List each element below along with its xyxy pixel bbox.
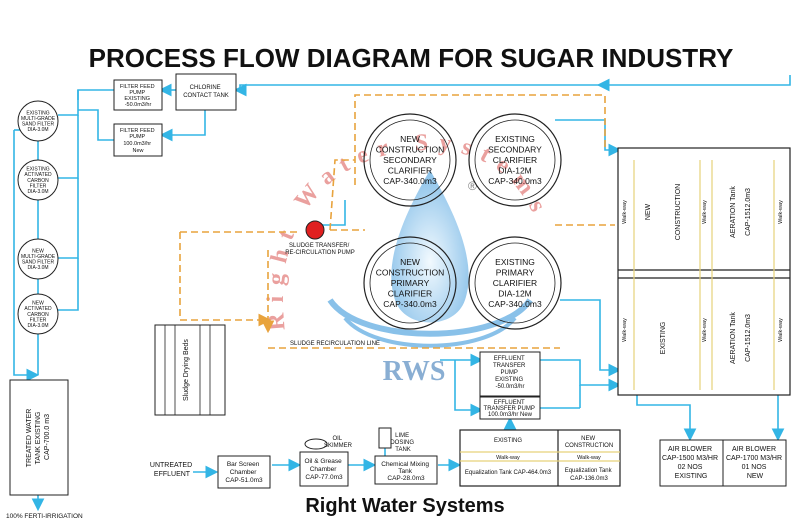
aeration-walkway-label: Walk-way (622, 318, 628, 342)
filter-vessel (17, 238, 59, 280)
equalization-walkway-new: Walk-way (577, 455, 601, 461)
effluent-pump-existing (479, 351, 541, 397)
air-blower-new-label: AIR BLOWER CAP-1700 M3/HR 01 NOS NEW (726, 446, 784, 480)
chlorine-contact-tank-label: CHLORINE CONTACT TANK (183, 85, 229, 99)
filter-vessel (17, 159, 59, 201)
clarifier-outer (468, 236, 562, 330)
treated-water-tank (9, 379, 69, 496)
wave-icon (327, 298, 533, 337)
chlorine-contact-tank (175, 73, 237, 111)
clarifier-outer (363, 236, 457, 330)
chemical-mixing-tank-label: Chemical Mixing Tank CAP-28.0m3 (381, 461, 431, 482)
oil-grease-label: Oil & Grease Chamber CAP-77.0m3 (304, 458, 343, 481)
equalization-walkway-existing: Walk-way (496, 455, 520, 461)
page-title: PROCESS FLOW DIAGRAM FOR SUGAR INDUSTRY (89, 43, 734, 73)
clarifier-inner (474, 119, 556, 201)
untreated-effluent-label: UNTREATED EFFLUENT (150, 462, 194, 478)
aeration-tank-new-label: AERATION Tank (730, 186, 737, 238)
clarifier-outer (468, 113, 562, 207)
aeration-walkway-label: Walk-way (778, 200, 784, 224)
watermark-logo: RWS (383, 356, 446, 387)
chemical-mixing-tank (374, 455, 438, 485)
aeration-tank-new-cap: CAP-1512.0m3 (745, 188, 752, 236)
air-blower-existing-label: AIR BLOWER CAP-1500 M3/HR 02 NOS EXISTIN… (662, 446, 720, 480)
equalization-new-cap: Equalization Tank CAP-136.0m3 (565, 468, 614, 482)
effluent-pump-existing-label: EFFLUENT TRANSFER PUMP EXISTING -50.0m3/… (493, 356, 527, 390)
sludge-pump-icon (305, 220, 325, 240)
clarifier-inner (369, 242, 451, 324)
equalization-new-label: NEW CONSTRUCTION (565, 436, 613, 449)
oil-skimmer-icon (304, 438, 328, 450)
aeration-walkway-label: Walk-way (702, 318, 708, 342)
aeration-walkway-label: Walk-way (778, 318, 784, 342)
filter-feed-pump-existing-label: FILTER FEED PUMP EXISTING -50.0m3/hr (120, 84, 156, 108)
sludge-pump-label: SLUDGE TRANSFER/ RE-CIRCULATION PUMP (285, 243, 355, 256)
aeration-tank-block (617, 147, 791, 396)
equalization-existing-cap: Equalization Tank CAP-464.0m3 (465, 470, 552, 476)
bar-screen-label: Bar Screen Chamber CAP-51.0m3 (225, 461, 263, 484)
filter-vessel (17, 293, 59, 335)
clarifier-inner (474, 242, 556, 324)
effluent-pump-new (479, 396, 541, 420)
aeration-new-label: NEW (645, 203, 652, 220)
aeration-walkway-label: Walk-way (702, 200, 708, 224)
filter-feed-pump-new (113, 123, 163, 157)
lime-dosing-tank-icon (378, 427, 392, 449)
filter-feed-pump-existing (113, 79, 163, 111)
clarifier-inner (369, 119, 451, 201)
aeration-tank-existing-label: AERATION Tank (730, 312, 737, 364)
wave-icon (343, 316, 517, 348)
drying-bed-dividers (164, 325, 211, 415)
footer-brand: Right Water Systems (305, 495, 504, 517)
registered-mark: ® (468, 179, 477, 193)
treated-water-tank-label: TREATED WATER TANK EXISTING CAP-700.0 m3 (26, 407, 51, 468)
oil-grease-chamber (299, 451, 349, 487)
effluent-pump-new-label: EFFLUENT TRANSFER PUMP 100.0m3/hr New (484, 400, 537, 418)
water-drop-icon (391, 170, 469, 323)
filter-feed-pump-new-label: FILTER FEED PUMP 100.0m3/hr New (120, 128, 156, 154)
bar-screen-chamber (217, 455, 271, 489)
clarifier-outer (363, 113, 457, 207)
aeration-tank-existing-cap: CAP-1512.0m3 (745, 314, 752, 362)
sludge-recirculation-label: SLUDGE RECIRCULATION LINE (290, 341, 380, 347)
aeration-existing-label: EXISTING (660, 322, 667, 355)
oil-skimmer-label: OIL SKIMMER (324, 436, 353, 449)
equalization-tank (459, 429, 621, 487)
water-lines (13, 75, 791, 512)
filter-vessel (17, 100, 59, 142)
lime-dosing-tank-label: LIME DOSING TANK (390, 433, 415, 453)
sludge-drying-beds-label: Sludge Drying Beds (183, 339, 190, 401)
ferti-irrigation-note: 100% FERTI-IRRIGATION (6, 513, 83, 520)
sludge-lines (179, 94, 615, 349)
sludge-drying-beds (154, 324, 226, 416)
aeration-construction-label: CONSTRUCTION (675, 184, 682, 240)
equalization-existing-label: EXISTING (494, 438, 522, 444)
aeration-walkway-label: Walk-way (622, 200, 628, 224)
